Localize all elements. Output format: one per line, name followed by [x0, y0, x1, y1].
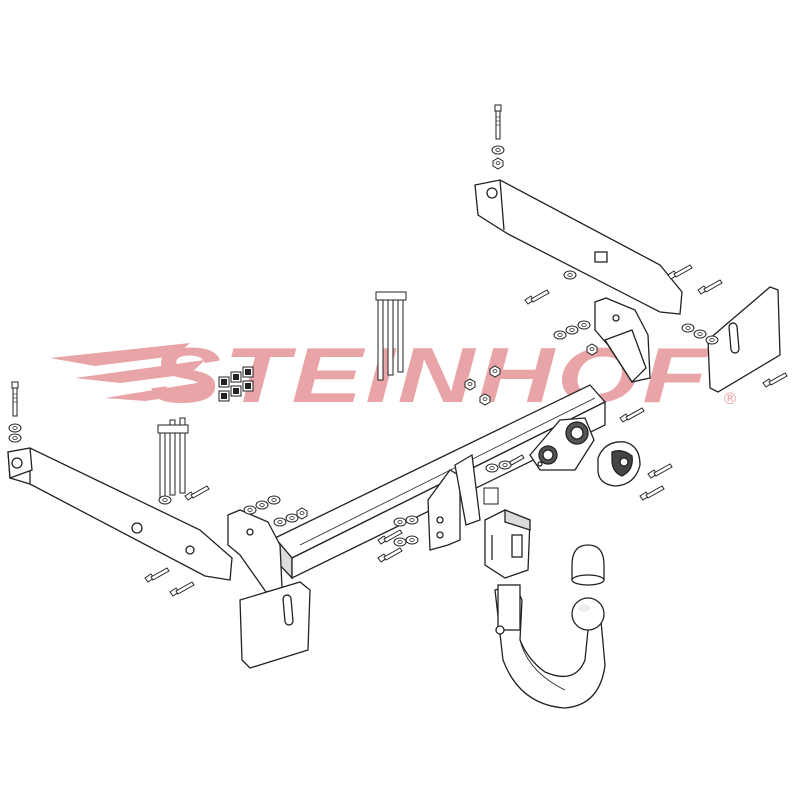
u-bolts-left: [157, 417, 189, 501]
left-side-bracket: [7, 447, 233, 581]
hardware-bolts: [8, 104, 788, 597]
receiver-socket-plate: [427, 453, 481, 551]
u-bolts-center: [375, 291, 407, 381]
right-end-plate: [594, 297, 651, 384]
electrical-socket: [597, 441, 641, 487]
bolt-right-vertical: [491, 104, 505, 170]
receiver-block: [484, 509, 531, 579]
socket-bracket: [529, 417, 595, 471]
bolt-left-vertical: [8, 381, 22, 443]
left-reinforcement-plate: [239, 581, 311, 669]
spacer-sleeve: [483, 487, 499, 505]
u-bolts: [157, 291, 407, 501]
watermark-registered-mark: ®: [722, 389, 738, 408]
right-reinforcement-plate: [707, 286, 781, 393]
tow-ball-cap: [571, 544, 605, 586]
right-side-bracket: [474, 179, 683, 315]
watermark-swoosh-logo: [50, 343, 215, 401]
removable-tow-ball: [494, 584, 606, 709]
